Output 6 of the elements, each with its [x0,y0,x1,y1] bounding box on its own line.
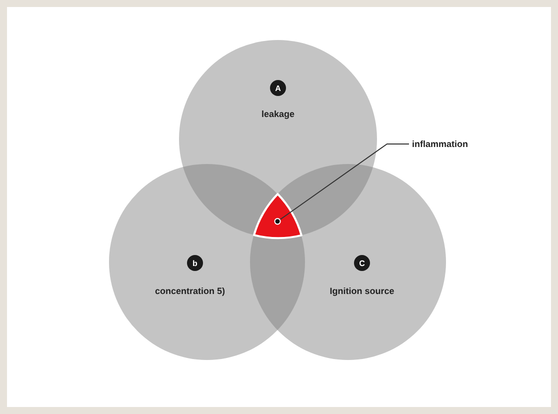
leader-line [274,144,410,225]
venn-circle [250,164,446,360]
callout-label: inflammation [412,139,468,149]
circle-label: Ignition source [330,286,394,296]
circle-label: leakage [261,109,295,119]
circle-label: concentration 5) [155,286,225,296]
